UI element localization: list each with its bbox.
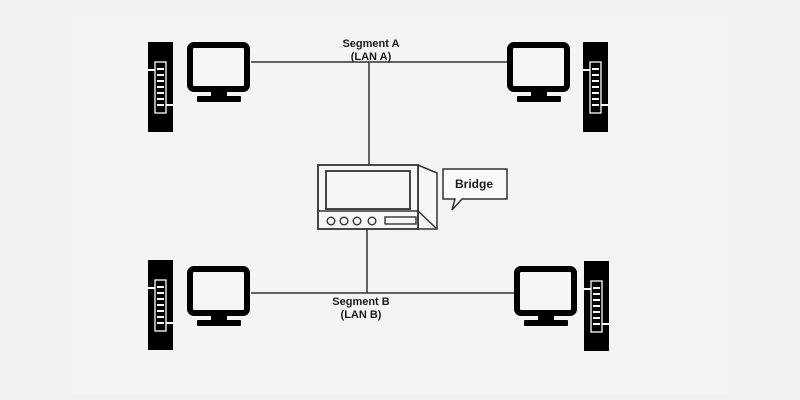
bridge-device-icon[interactable] bbox=[317, 163, 438, 230]
switch-tower-icon bbox=[582, 41, 609, 133]
bridge-label: Bridge bbox=[455, 177, 493, 191]
segment-b-sublabel: (LAN B) bbox=[341, 309, 382, 321]
segment-b-label: Segment B bbox=[332, 296, 390, 308]
switch-tower-icon bbox=[147, 41, 174, 133]
monitor-icon bbox=[517, 269, 574, 326]
monitor-icon bbox=[190, 45, 247, 102]
node-top-right[interactable] bbox=[510, 41, 609, 133]
bridge-callout: Bridge bbox=[442, 168, 508, 211]
node-bottom-left[interactable] bbox=[147, 259, 247, 351]
switch-tower-icon bbox=[583, 260, 610, 352]
monitor-icon bbox=[190, 269, 247, 326]
segment-a-sublabel: (LAN A) bbox=[351, 51, 392, 63]
node-top-left[interactable] bbox=[147, 41, 247, 133]
segment-a-label: Segment A bbox=[342, 38, 399, 50]
switch-tower-icon bbox=[147, 259, 174, 351]
node-bottom-right[interactable] bbox=[517, 260, 610, 352]
monitor-icon bbox=[510, 45, 567, 102]
